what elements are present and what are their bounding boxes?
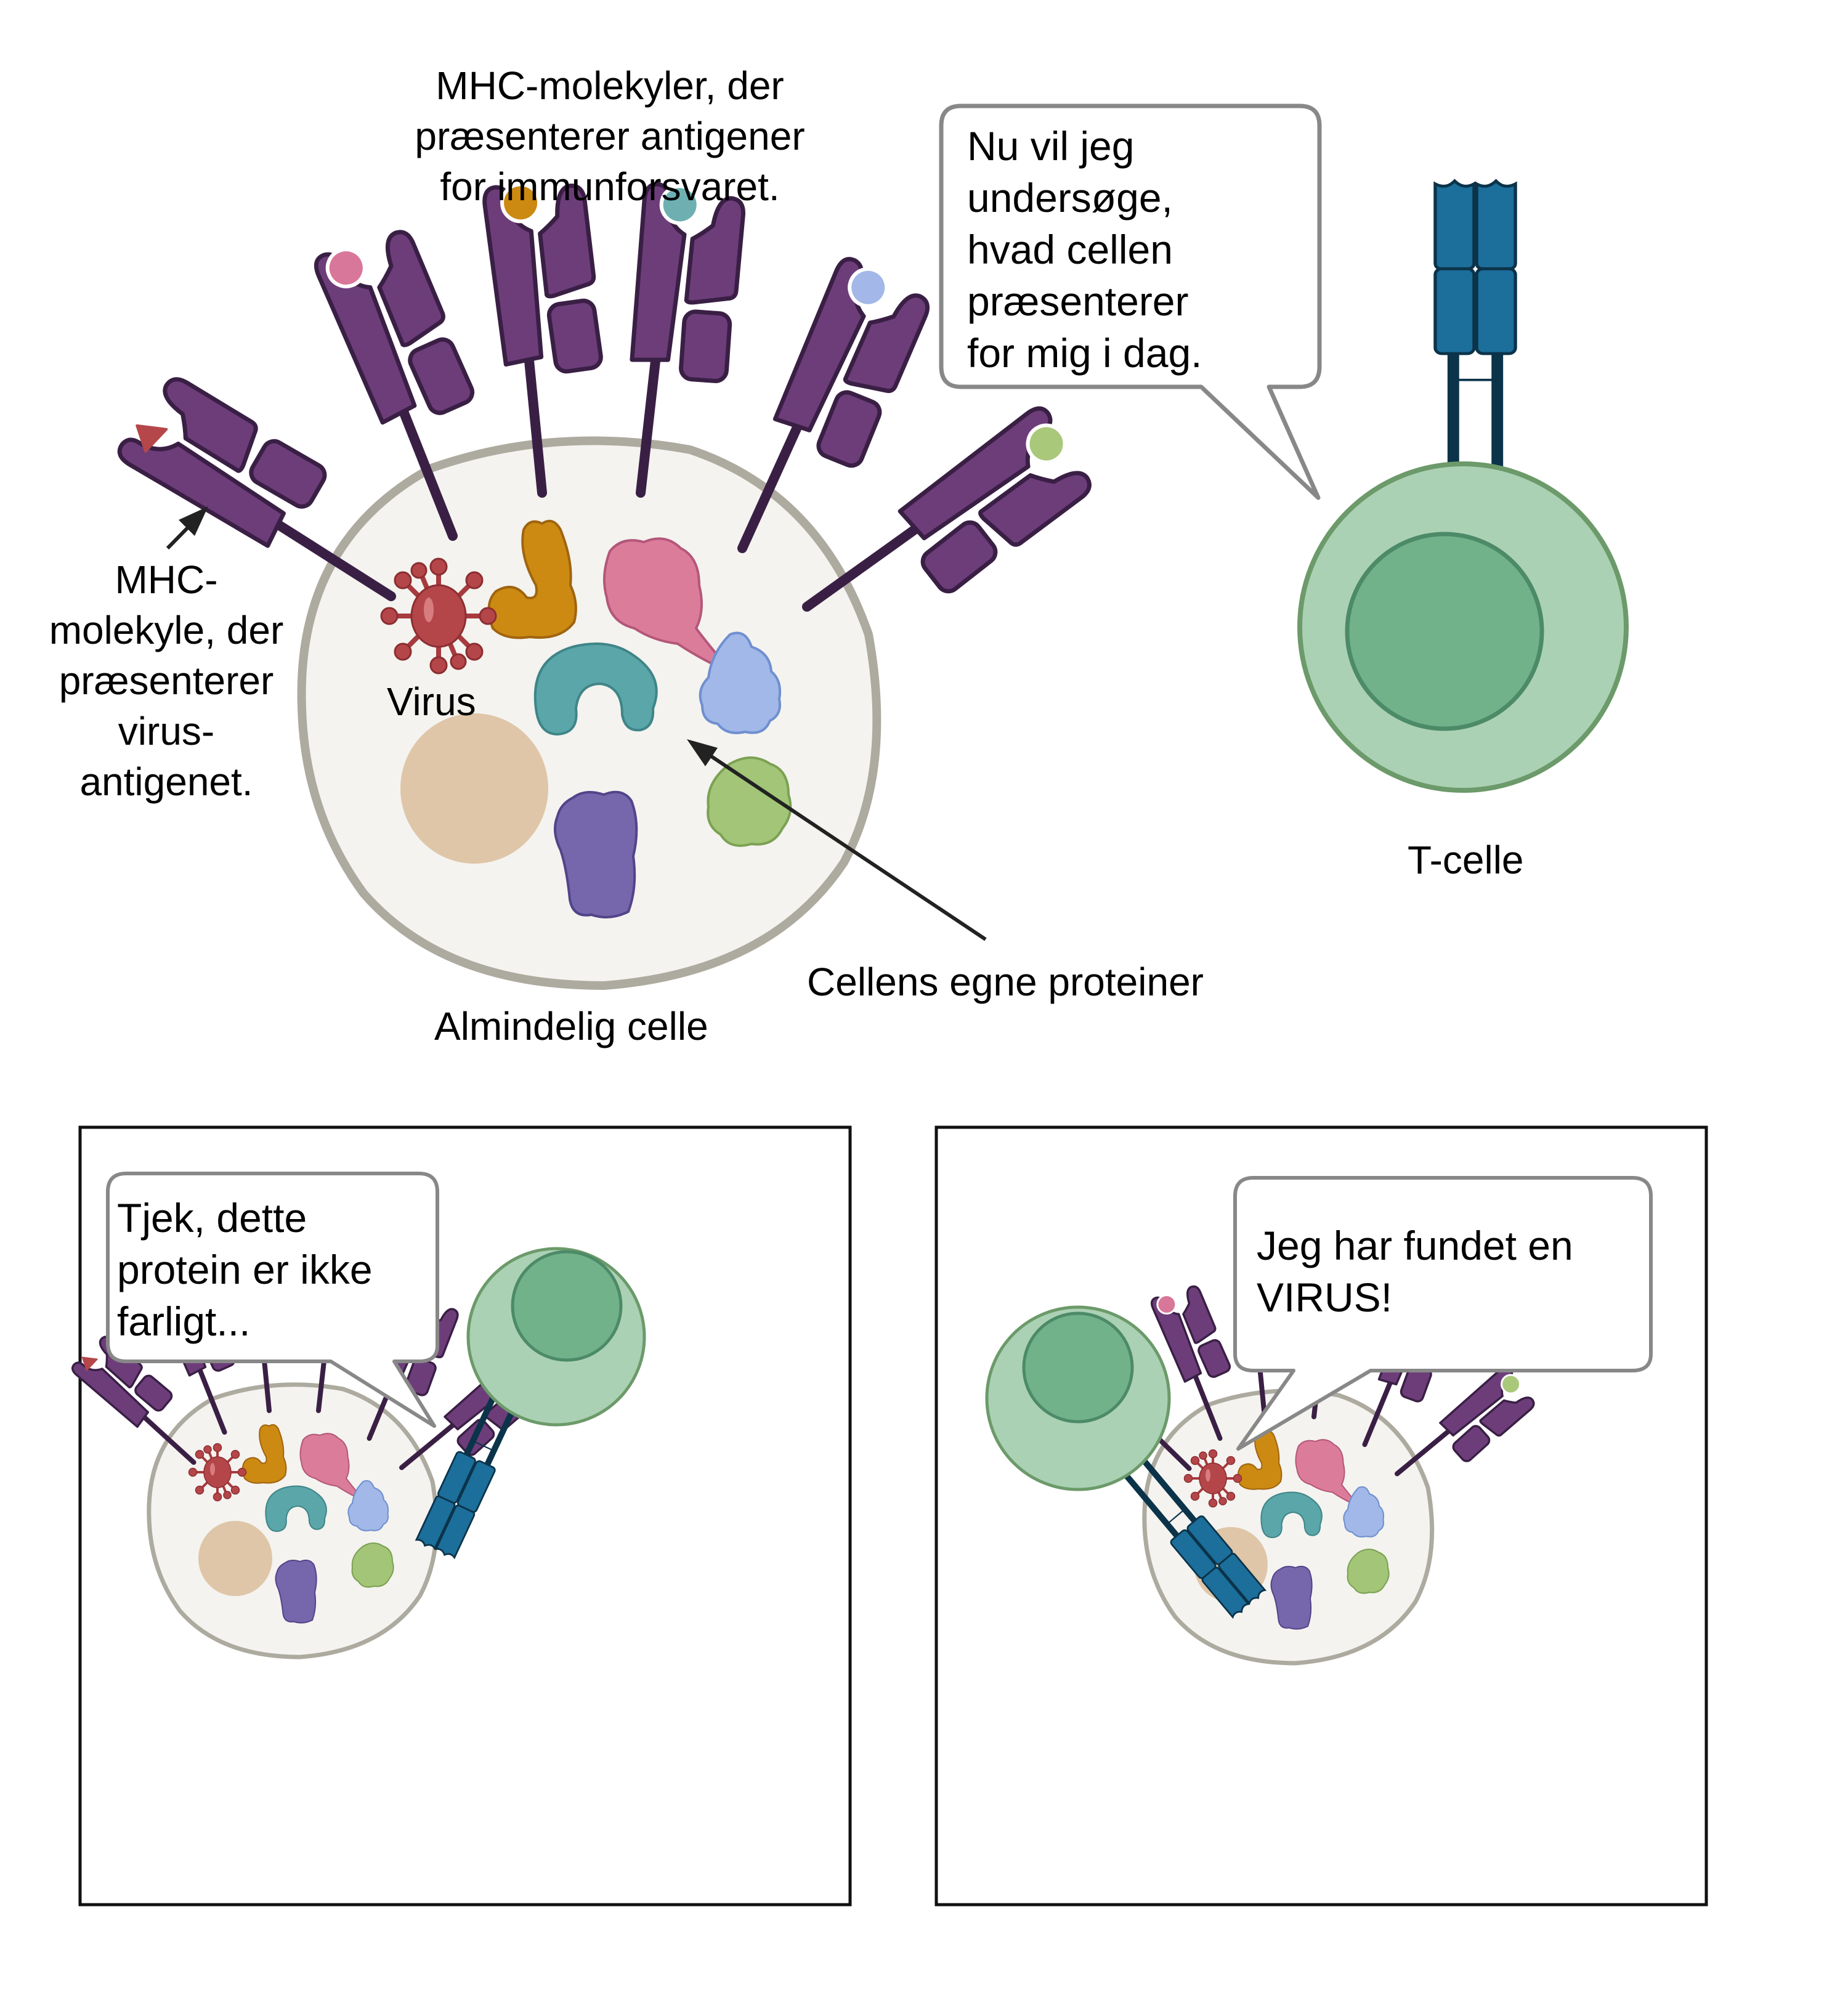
label-mhc-molecules: MHC-molekyler, der præsenterer antigener… [415,63,805,209]
bubble-main-text: Nu vil jeg undersøge, hvad cellen præsen… [967,123,1202,376]
panel-left [70,1125,852,1907]
panel-right [934,1125,1708,1907]
t-cell-receptor [1435,181,1515,494]
label-own-proteins: Cellens egne proteiner [807,960,1204,1004]
bubble-left-text: Tjek, dette protein er ikke farligt... [117,1195,373,1344]
main-scene [115,103,1629,991]
mhc-molecule-pink [312,223,517,549]
arrow-to-virus-mhc [166,506,208,550]
virus-icon [381,559,496,673]
bubble-right-text: Jeg har fundet en VIRUS! [1257,1223,1573,1320]
panel-right-t-cell [985,1305,1171,1491]
speech-bubble-left [106,1172,439,1428]
label-normal-cell: Almindelig celle [434,1004,708,1048]
label-t-cell: T-celle [1408,838,1524,882]
label-virus: Virus [387,679,476,724]
normal-cell [297,436,881,991]
speech-bubble-main [939,103,1322,500]
mhc-molecule-blue [709,255,939,578]
arrow-to-own-proteins [687,739,987,941]
speech-bubble-right [1233,1176,1653,1451]
t-cell [1297,181,1629,793]
label-mhc-virus: MHC- molekyle, der præsenterer virus- an… [49,557,284,804]
mhc-molecule-teal [604,182,752,503]
panel-left-t-cell [466,1247,646,1427]
mhc-molecule-orange [484,179,611,495]
mhc-molecule-green [786,404,1101,664]
